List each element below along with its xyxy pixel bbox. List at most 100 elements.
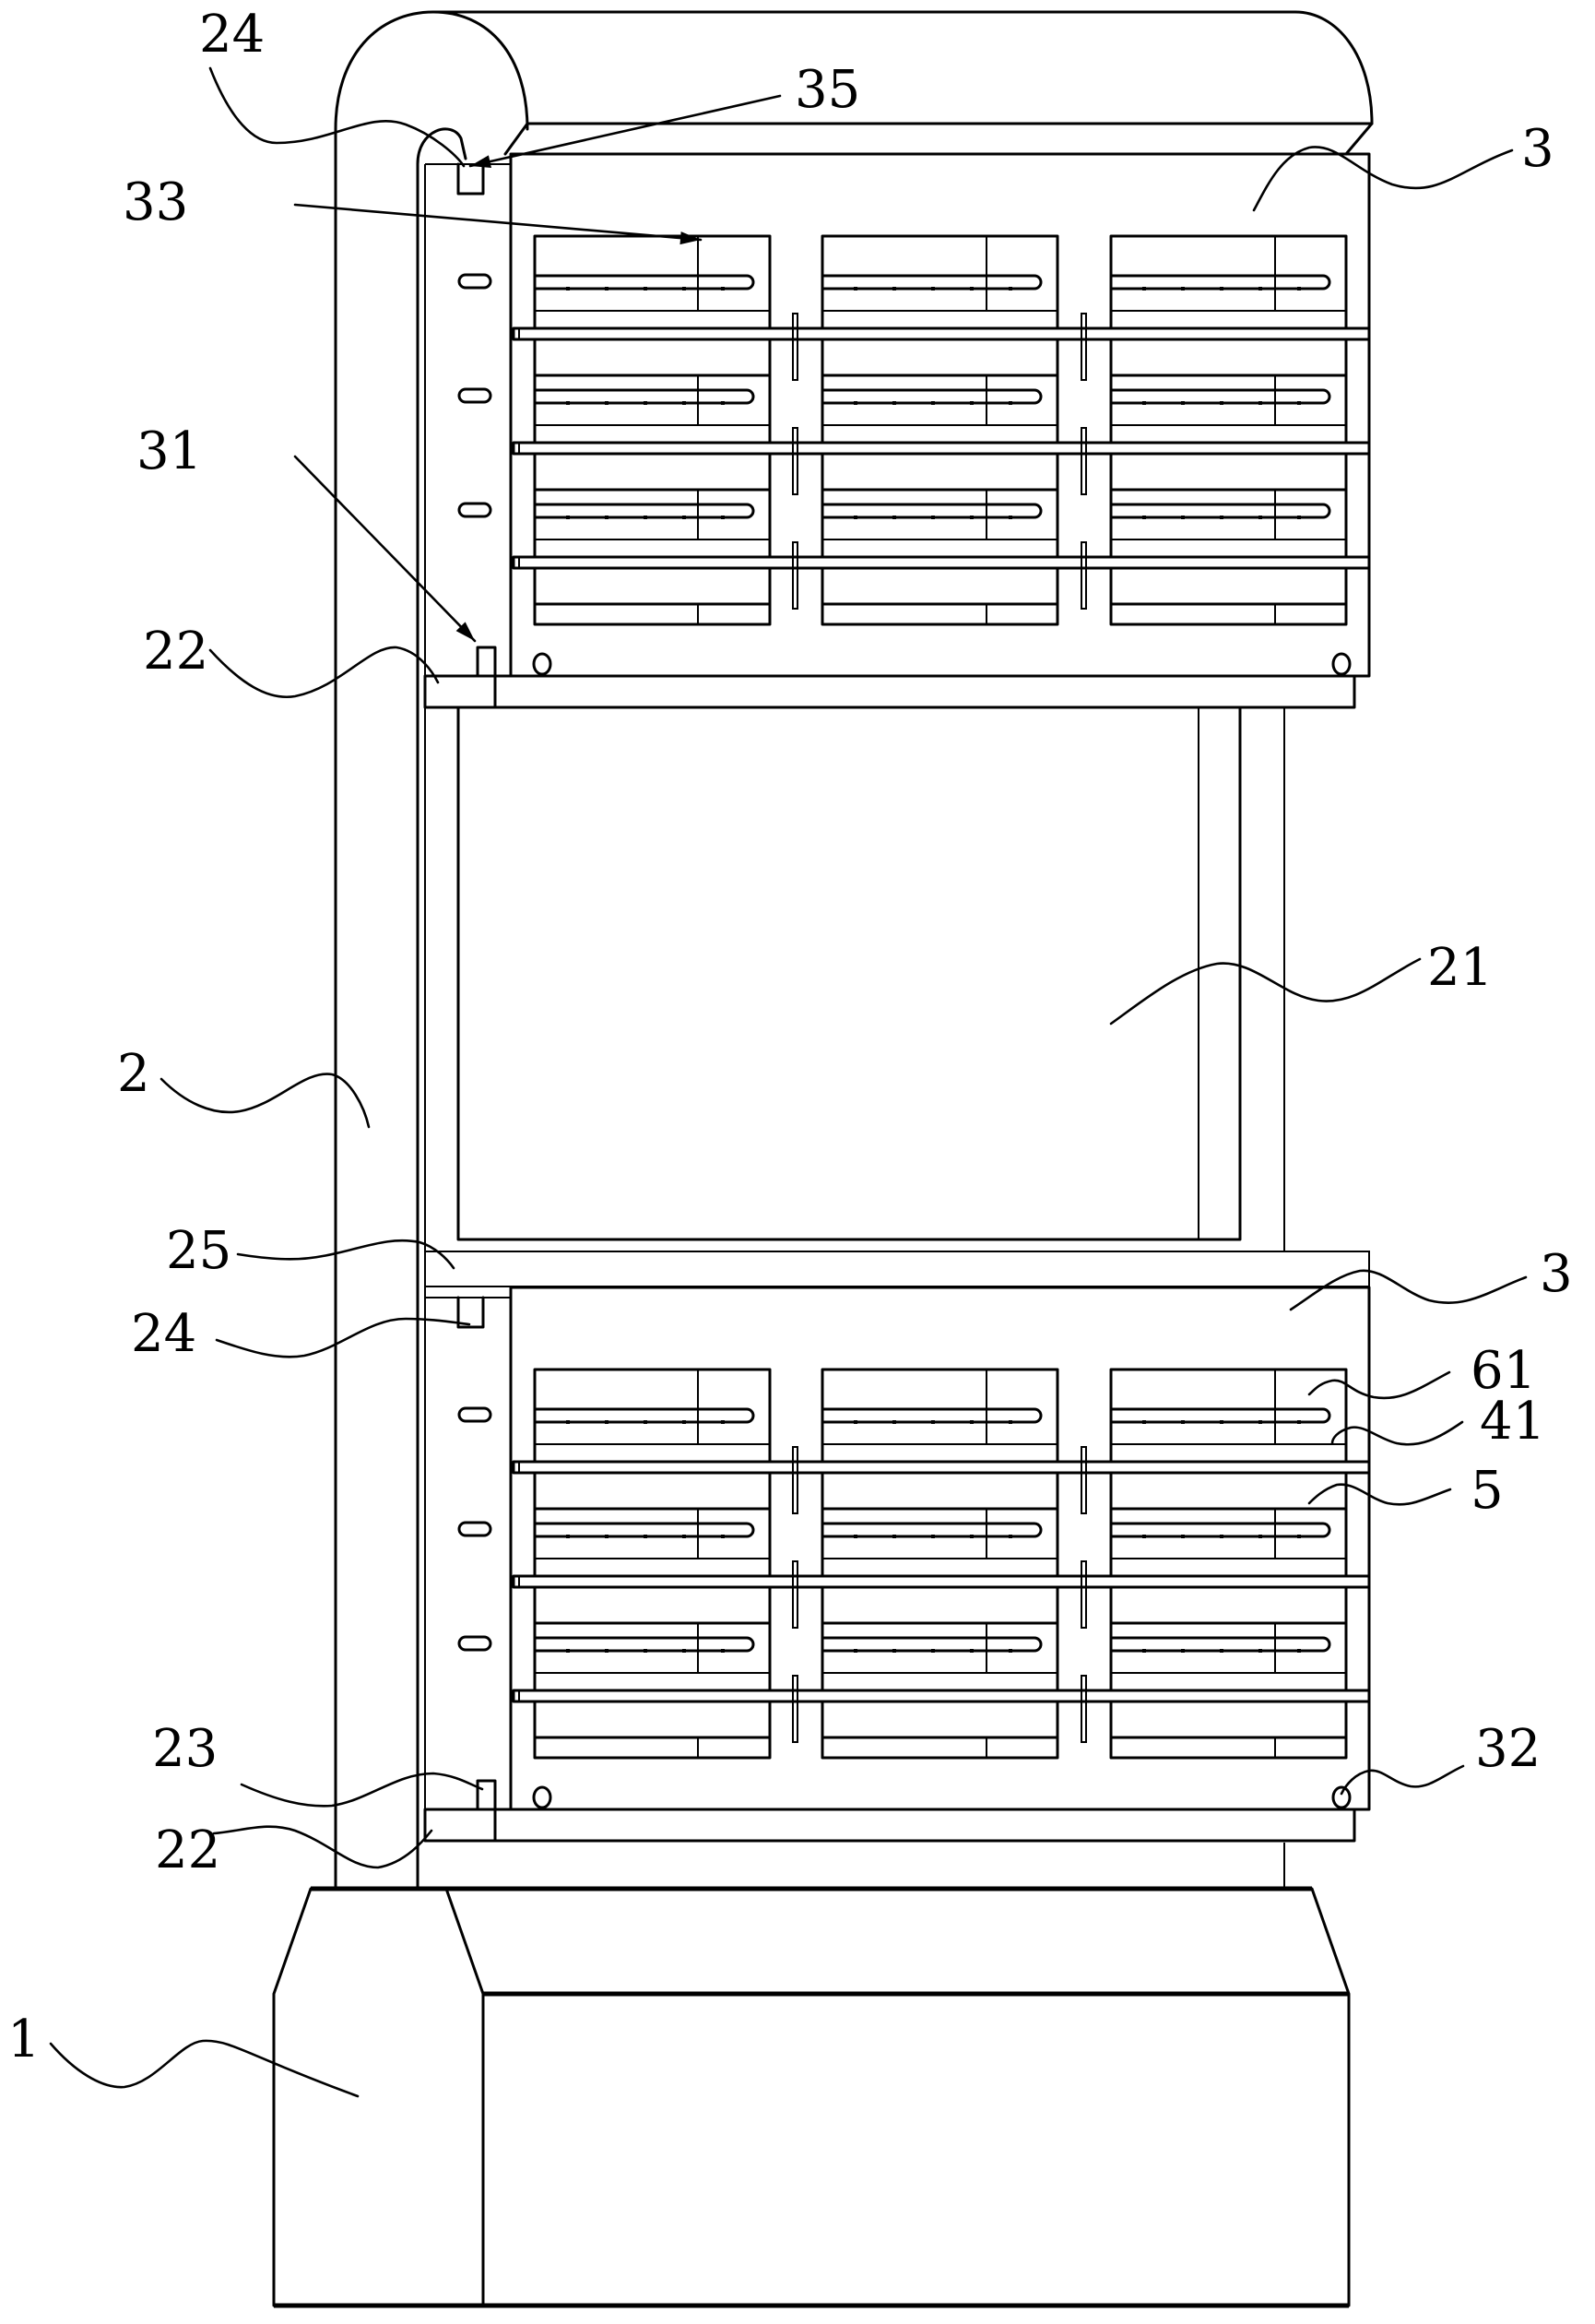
tube-dot xyxy=(566,516,570,519)
tube-dot xyxy=(721,287,725,290)
heating-tube xyxy=(533,503,755,519)
frame xyxy=(334,10,529,1891)
heating-tube xyxy=(533,1522,755,1538)
label-1: 1 xyxy=(7,2010,41,2069)
tube-dot xyxy=(644,1420,647,1424)
tube-dot xyxy=(721,401,725,405)
unit-body xyxy=(509,152,1371,678)
heating-tube xyxy=(533,1636,755,1653)
tube-dot xyxy=(1142,401,1146,405)
tube-dot xyxy=(721,1649,725,1653)
leader-1 xyxy=(49,2039,360,2098)
tube-dot xyxy=(892,1649,896,1653)
tube-dot xyxy=(644,1535,647,1538)
tube-dot xyxy=(1258,1420,1262,1424)
side-slot xyxy=(457,1635,492,1652)
label-3b: 3 xyxy=(1540,1244,1573,1304)
pin xyxy=(792,427,798,495)
base xyxy=(272,1886,1351,2308)
tube-dot xyxy=(566,1420,570,1424)
pin xyxy=(1081,1675,1087,1743)
panel xyxy=(456,706,1285,1889)
tube-dot xyxy=(1009,401,1012,405)
tube-dot xyxy=(566,401,570,405)
tray-frame xyxy=(1109,234,1348,626)
label-21: 21 xyxy=(1427,938,1493,998)
slot-cap xyxy=(416,127,467,166)
rail xyxy=(512,1574,1371,1589)
label-24: 24 xyxy=(199,5,265,65)
slot xyxy=(456,1296,485,1329)
tube-dot xyxy=(605,1420,608,1424)
heating-tube xyxy=(821,503,1043,519)
label-32: 32 xyxy=(1475,1719,1541,1779)
pin xyxy=(1081,427,1087,495)
slot xyxy=(456,162,485,196)
tube-dot xyxy=(970,516,974,519)
tube-dot xyxy=(605,1649,608,1653)
leader-31 xyxy=(293,455,477,643)
tube-dot xyxy=(931,1535,935,1538)
side-slot xyxy=(457,387,492,404)
side-slot xyxy=(457,1406,492,1423)
tray-frame xyxy=(533,1368,772,1760)
rail xyxy=(512,441,1371,456)
label-23: 23 xyxy=(152,1719,218,1779)
tube-dot xyxy=(970,1535,974,1538)
notch xyxy=(476,646,497,709)
drawer-unit-2 xyxy=(423,1251,1371,1843)
leader-61 xyxy=(1307,1370,1451,1400)
tube-dot xyxy=(682,401,686,405)
hood xyxy=(431,10,1374,156)
heating-tube xyxy=(821,1522,1043,1538)
heating-tube xyxy=(1109,1407,1331,1424)
leader-33 xyxy=(293,203,703,242)
pin xyxy=(1081,1446,1087,1514)
tube-dot xyxy=(682,287,686,290)
tube-dot xyxy=(854,1535,857,1538)
leader-32 xyxy=(1340,1764,1465,1796)
heating-tube xyxy=(821,388,1043,405)
tube-dot xyxy=(605,287,608,290)
tube-dot xyxy=(1142,287,1146,290)
label-24b: 24 xyxy=(131,1304,196,1364)
tube-dot xyxy=(644,516,647,519)
tube-dot xyxy=(1258,287,1262,290)
tube-dot xyxy=(1009,1420,1012,1424)
tube-dot xyxy=(970,401,974,405)
tube-dot xyxy=(1142,516,1146,519)
leader-3a xyxy=(1252,146,1514,212)
tube-dot xyxy=(566,287,570,290)
tube-dot xyxy=(1220,1535,1223,1538)
tube-dot xyxy=(854,516,857,519)
tube-dot xyxy=(970,1420,974,1424)
tube-dot xyxy=(854,287,857,290)
rail xyxy=(512,1689,1371,1703)
pin xyxy=(792,1446,798,1514)
tube-dot xyxy=(892,401,896,405)
tube-dot xyxy=(1142,1649,1146,1653)
tube-dot xyxy=(970,287,974,290)
tube-dot xyxy=(892,287,896,290)
rail xyxy=(512,555,1371,570)
tube-dot xyxy=(1181,1535,1185,1538)
notch xyxy=(476,1779,497,1843)
pin xyxy=(792,313,798,381)
tube-dot xyxy=(682,1420,686,1424)
tube-dot xyxy=(605,516,608,519)
label-61: 61 xyxy=(1471,1341,1536,1401)
tube-dot xyxy=(1009,287,1012,290)
heating-tube xyxy=(533,1407,755,1424)
tube-dot xyxy=(721,1420,725,1424)
tray-frame xyxy=(1109,1368,1348,1760)
label-33: 33 xyxy=(123,172,188,232)
tube-dot xyxy=(931,1649,935,1653)
leader-35 xyxy=(468,94,782,168)
drawer-units xyxy=(423,152,1371,1843)
label-3a: 3 xyxy=(1521,119,1554,179)
hood-outline xyxy=(431,10,1374,156)
tube-dot xyxy=(644,1649,647,1653)
tube-dot xyxy=(566,1535,570,1538)
label-22b: 22 xyxy=(155,1820,220,1880)
leader-22b xyxy=(212,1825,433,1869)
